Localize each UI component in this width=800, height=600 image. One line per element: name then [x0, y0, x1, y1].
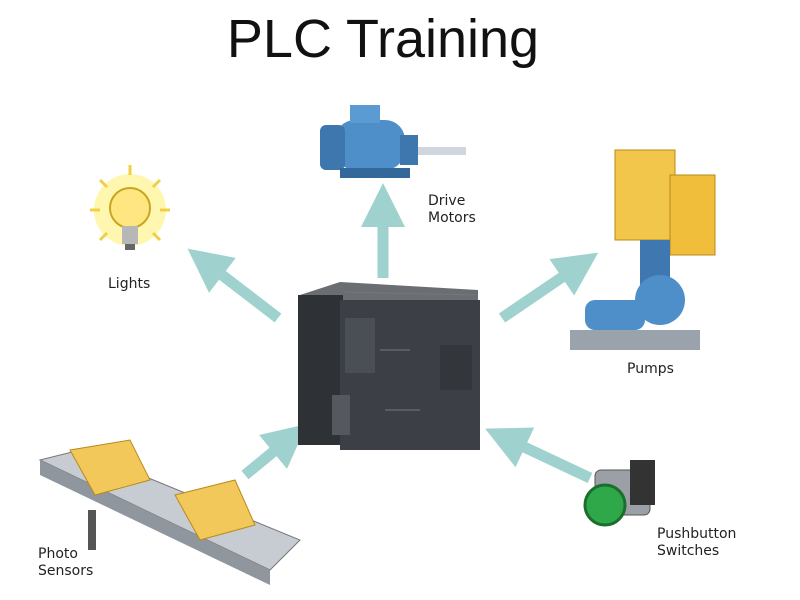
motor-icon: [320, 105, 466, 178]
arrow-from-sensors: [241, 424, 307, 480]
label-photo-sensors: Photo Sensors: [38, 546, 94, 579]
arrow-to-lights: [187, 248, 282, 323]
label-lights: Lights: [108, 276, 151, 292]
plc-icon: [298, 282, 480, 450]
arrow-to-pumps: [498, 252, 599, 323]
page-title: PLC Training: [226, 9, 540, 69]
label-pumps: Pumps: [627, 361, 674, 377]
pump-icon: [570, 149, 716, 350]
label-drive-motors: Drive Motors: [428, 193, 476, 226]
conveyor-sensors-icon: [38, 439, 301, 585]
pushbutton-icon: [583, 460, 655, 527]
light-bulb-icon: [90, 165, 170, 250]
arrow-from-switches: [485, 427, 593, 483]
label-pushbutton-switches: Pushbutton Switches: [657, 526, 737, 559]
